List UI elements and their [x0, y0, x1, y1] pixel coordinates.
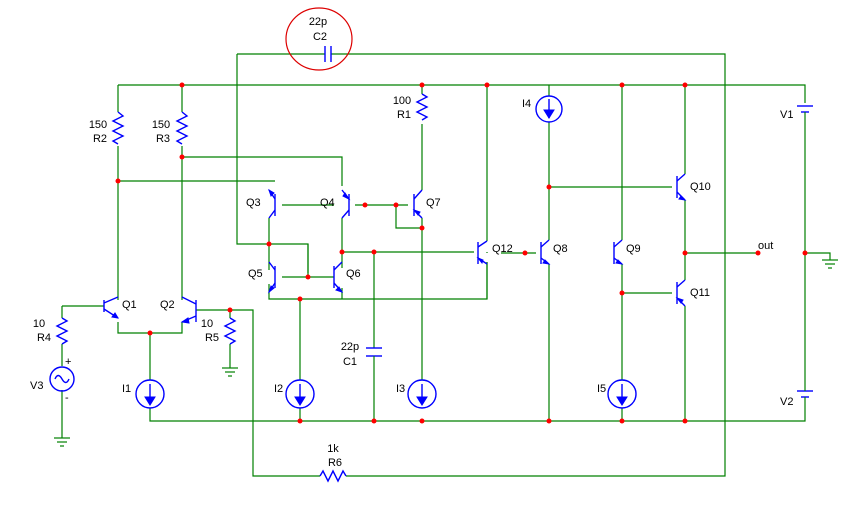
- transistor-q6[interactable]: Q6: [333, 261, 361, 293]
- wire-q7: [355, 85, 423, 380]
- v2-label: V2: [780, 396, 793, 408]
- i4-label: I4: [522, 98, 531, 110]
- wire-q9: [621, 85, 672, 421]
- transistor-q3[interactable]: Q3: [246, 188, 276, 219]
- wire-bottom-rail: [149, 405, 806, 422]
- transistor-q1[interactable]: Q1: [103, 296, 137, 319]
- resistor-r1[interactable]: 100 R1: [393, 93, 429, 121]
- output-label: out: [758, 240, 773, 252]
- q4-label: Q4: [320, 197, 335, 209]
- i3-label: I3: [396, 383, 405, 395]
- r6-ref: R6: [328, 457, 342, 469]
- capacitor-c2[interactable]: 22p C2: [285, 7, 353, 71]
- wire-c2-left: [230, 53, 726, 477]
- q11-label: Q11: [690, 287, 710, 299]
- battery-v1[interactable]: V1: [780, 105, 813, 122]
- wires: [61, 53, 831, 477]
- r3-value: 150: [152, 119, 170, 131]
- c1-ref: C1: [343, 356, 357, 368]
- i5-label: I5: [597, 383, 606, 395]
- transistor-q7[interactable]: Q7: [412, 189, 441, 219]
- resistor-r5[interactable]: 10 R5: [201, 317, 237, 345]
- current-source-i1[interactable]: I1: [122, 379, 165, 409]
- transistor-q12[interactable]: Q12: [476, 240, 513, 265]
- wire-q4-collector: [341, 218, 474, 268]
- v3-minus-label: -: [65, 392, 69, 404]
- c1-value: 22p: [341, 341, 359, 353]
- q9-label: Q9: [626, 243, 641, 255]
- wire-r4: [61, 305, 104, 438]
- wire-q3-q5: [268, 218, 488, 300]
- ground-icon: [54, 437, 70, 447]
- current-source-i4[interactable]: I4: [522, 95, 563, 123]
- r2-ref: R2: [93, 133, 107, 145]
- transistor-q9[interactable]: Q9: [613, 239, 641, 265]
- ground-icon: [222, 367, 238, 377]
- ground-symbols: [54, 259, 838, 447]
- q6-label: Q6: [346, 268, 361, 280]
- transistor-q8[interactable]: Q8: [540, 239, 568, 265]
- r1-value: 100: [393, 95, 411, 107]
- wire-supply-right: [804, 122, 831, 388]
- wire-r3: [181, 85, 343, 300]
- transistor-q2[interactable]: Q2: [160, 296, 197, 324]
- v1-label: V1: [780, 109, 793, 121]
- c2-highlight-circle: [285, 7, 353, 71]
- c2-ref: C2: [313, 31, 327, 43]
- r2-value: 150: [89, 119, 107, 131]
- ground-icon: [822, 259, 838, 269]
- current-source-i5[interactable]: I5: [597, 379, 637, 409]
- q5-label: Q5: [248, 268, 263, 280]
- v3-plus-label: +: [65, 356, 71, 368]
- r5-ref: R5: [205, 332, 219, 344]
- v3-label: V3: [30, 380, 43, 392]
- c2-value: 22p: [309, 16, 327, 28]
- resistor-r2[interactable]: 150 R2: [89, 111, 125, 145]
- wire-top-rail: [118, 84, 806, 103]
- wire-q8: [501, 85, 672, 421]
- voltage-source-v3[interactable]: + - V3: [30, 356, 75, 404]
- q8-label: Q8: [553, 243, 568, 255]
- i2-label: I2: [274, 383, 283, 395]
- transistor-q5[interactable]: Q5: [248, 261, 276, 294]
- r3-ref: R3: [156, 133, 170, 145]
- q3-label: Q3: [246, 197, 261, 209]
- resistor-r4[interactable]: 10 R4: [33, 317, 69, 345]
- q7-label: Q7: [426, 197, 441, 209]
- resistor-r3[interactable]: 150 R3: [152, 111, 189, 145]
- q12-label: Q12: [492, 243, 513, 255]
- r1-ref: R1: [397, 109, 411, 121]
- current-source-i2[interactable]: I2: [274, 379, 315, 409]
- battery-v2[interactable]: V2: [780, 388, 813, 408]
- current-source-i3[interactable]: I3: [396, 379, 437, 409]
- capacitor-c1[interactable]: 22p C1: [341, 341, 382, 368]
- transistor-q4[interactable]: Q4: [320, 189, 351, 219]
- resistor-r6[interactable]: 1k R6: [319, 443, 347, 483]
- q10-label: Q10: [690, 181, 711, 193]
- wire-c2-down: [236, 54, 309, 273]
- junction-nodes: [115, 82, 808, 424]
- r4-ref: R4: [37, 332, 51, 344]
- wire-output-stage: [684, 85, 758, 421]
- transistor-q11[interactable]: Q11: [675, 279, 710, 307]
- q2-label: Q2: [160, 299, 175, 311]
- r5-value: 10: [201, 318, 213, 330]
- r4-value: 10: [33, 318, 45, 330]
- r6-value: 1k: [327, 443, 339, 455]
- i1-label: I1: [122, 383, 131, 395]
- q1-label: Q1: [122, 299, 137, 311]
- transistor-q10[interactable]: Q10: [676, 173, 711, 201]
